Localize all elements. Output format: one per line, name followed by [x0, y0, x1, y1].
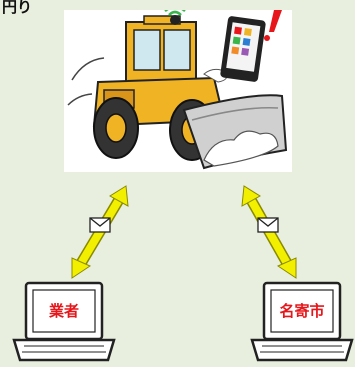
laptop-label-contractor: 業者	[48, 302, 79, 320]
signal-icon	[164, 10, 186, 16]
exclamation-icon	[264, 10, 282, 41]
loader-blade	[182, 94, 288, 170]
corner-text: 円り	[2, 0, 33, 16]
tablet-icon	[220, 16, 266, 82]
wheel-loader-illustration	[64, 10, 292, 172]
envelope-icon	[257, 217, 279, 233]
laptop-label-nayoro-city: 名寄市	[279, 302, 325, 320]
laptop-icon	[12, 281, 116, 362]
loader-cab	[125, 15, 197, 83]
envelope-icon	[89, 217, 111, 233]
laptop-icon	[250, 281, 354, 362]
